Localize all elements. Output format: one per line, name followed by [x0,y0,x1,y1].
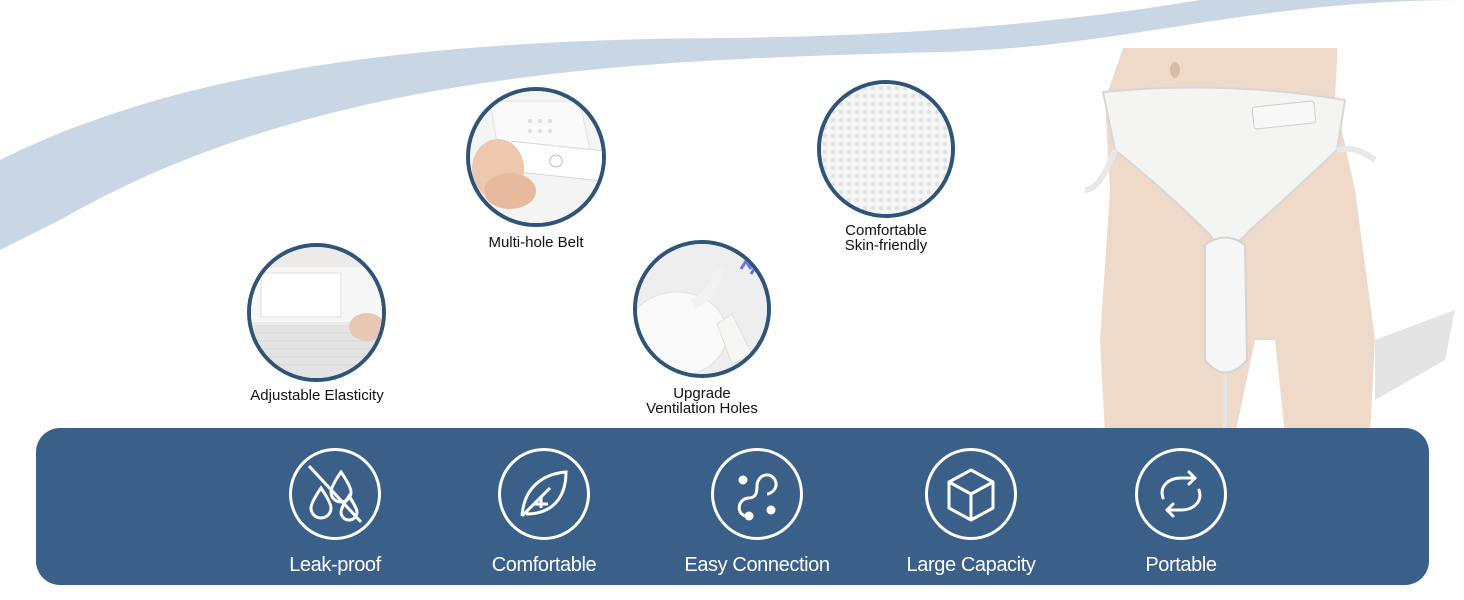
no-drops-icon [289,448,381,540]
cycle-arrows-icon [1135,448,1227,540]
leaf-icon [498,448,590,540]
benefit-label: Portable [1145,554,1217,576]
benefit-leak-proof: Leak-proof [250,448,420,577]
urine-bag-valve-photo [633,240,771,378]
benefit-label: Large Capacity [906,554,1036,576]
benefit-label: Comfortable [491,554,597,576]
benefit-portable: Portable [1096,448,1266,577]
benefit-label: Leak-proof [289,554,381,576]
cube-icon [925,448,1017,540]
feature-label: Multi-hole Belt [488,234,584,251]
belt-buckle-photo [466,87,606,227]
feature-label: Comfortable Skin-friendly [844,222,928,254]
benefit-easy-connection: Easy Connection [672,448,842,577]
product-mannequin-image [1084,48,1455,440]
connection-icon [711,448,803,540]
background-swoosh [0,0,1464,250]
velcro-closeup-photo [247,243,386,382]
benefit-large-capacity: Large Capacity [886,448,1056,577]
benefit-label: Easy Connection [684,554,830,576]
feature-label: Upgrade Ventilation Holes [646,385,758,417]
benefits-bar: Leak-proof Comfortable Easy Connection [36,428,1429,585]
feature-label: Adjustable Elasticity [250,387,384,404]
mesh-fabric-photo [817,80,955,218]
benefit-comfortable: Comfortable [459,448,629,577]
